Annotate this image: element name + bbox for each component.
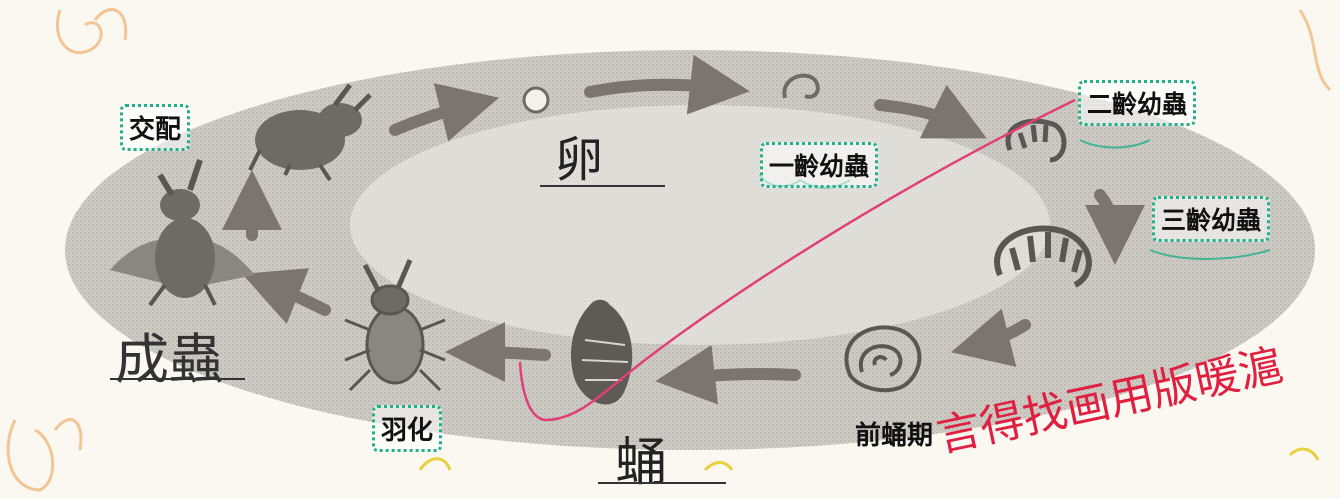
- adult-beetle-icon: [110, 159, 255, 307]
- adult-underline: [110, 378, 245, 380]
- arrow-eclosion-adult: [242, 268, 331, 324]
- label-second-instar: 二齡幼蟲: [1078, 80, 1197, 126]
- arrow-pupa-eclosion: [445, 322, 551, 383]
- egg-underline: [540, 185, 665, 187]
- arrow-prepupa-pupa: [655, 344, 801, 405]
- label-third-instar: 三齡幼蟲: [1152, 196, 1271, 242]
- label-eclosion: 羽化: [372, 405, 443, 452]
- pink-annotation-line: [518, 98, 1076, 422]
- yellow-doodles: [418, 447, 1320, 472]
- third-instar-larva-icon: [994, 225, 1092, 288]
- arrow-mating-egg: [389, 83, 500, 142]
- pupa-underline: [598, 482, 726, 484]
- background-doodles: [6, 8, 1332, 492]
- eclosion-beetle-icon: [344, 259, 446, 392]
- mating-pair-icon: [248, 83, 372, 182]
- label-egg: 卵: [555, 132, 604, 188]
- arrow-third-prepupa: [950, 308, 1031, 367]
- center-area: [350, 105, 1050, 345]
- prepupa-icon: [844, 325, 922, 393]
- arrow-first-second: [874, 84, 987, 139]
- egg-icon: [522, 86, 550, 114]
- pupa-icon: [570, 299, 633, 405]
- label-first-instar: 一齡幼蟲: [760, 142, 879, 188]
- cycle-arrows: [222, 54, 1145, 405]
- label-adult: 成蟲: [115, 328, 223, 391]
- label-mating: 交配: [120, 104, 191, 151]
- first-instar-larva-icon: [782, 73, 820, 99]
- arrow-egg-first: [584, 54, 750, 115]
- label-prepupa: 前蛹期: [855, 421, 934, 451]
- arrow-second-third: [1084, 189, 1145, 265]
